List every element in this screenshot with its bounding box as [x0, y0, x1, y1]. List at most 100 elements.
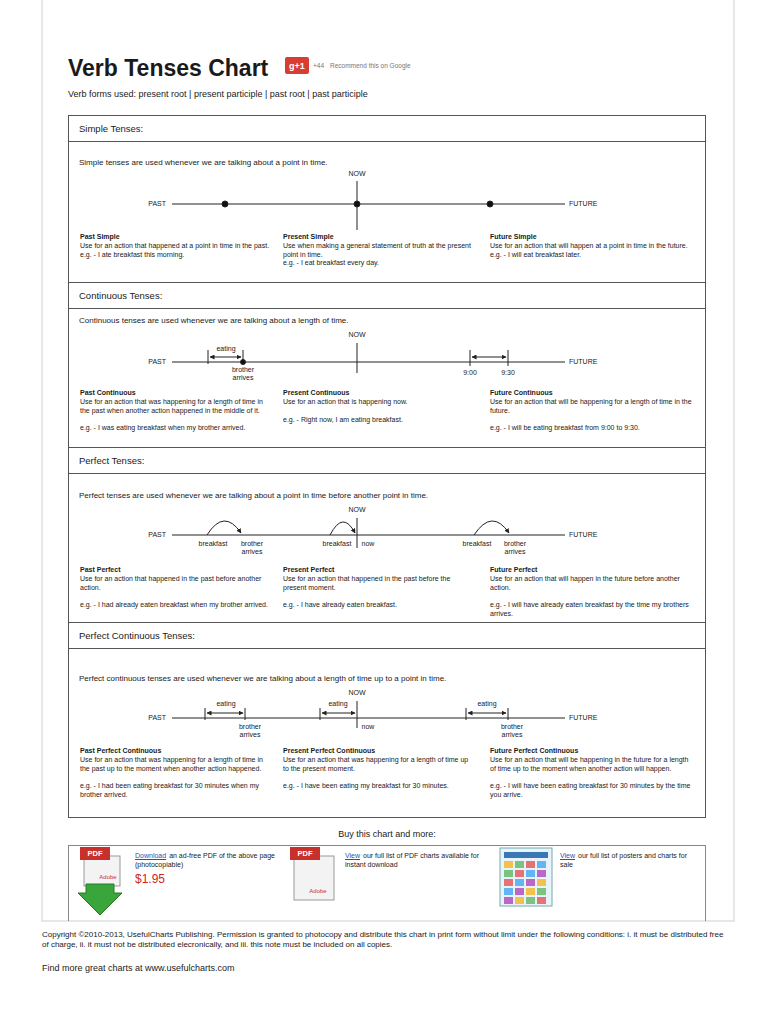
tense-name: Present Perfect	[283, 566, 473, 575]
section-intro: Simple tenses are used whenever we are t…	[79, 158, 328, 167]
timeline-label: breakfast	[323, 540, 352, 548]
timeline-future: FUTURE	[569, 358, 597, 366]
tense-name: Future Simple	[490, 233, 695, 242]
tense-example: e.g. - I will eat breakfast later.	[490, 251, 695, 260]
share-note: Recommend this on Google	[330, 62, 411, 70]
section-header-band: Continuous Tenses:	[69, 283, 705, 309]
timeline-label: 9:00	[463, 369, 477, 377]
box-heading: Buy this chart and more:	[69, 829, 705, 839]
pdf-download-icon	[78, 847, 122, 915]
timeline-now: NOW	[348, 689, 365, 697]
tense-usage: Use for an action that will happen in th…	[490, 575, 695, 593]
timeline-label: eating	[477, 700, 496, 708]
section-heading: Perfect Continuous Tenses:	[79, 630, 195, 641]
timeline-past: PAST	[148, 531, 166, 539]
timeline-label: now	[362, 723, 375, 731]
timeline-label: now	[362, 540, 375, 548]
timeline-future: FUTURE	[569, 531, 597, 539]
pdf-list-link: Viewour full list of PDF charts availabl…	[345, 851, 480, 869]
timeline-now: NOW	[348, 170, 365, 178]
tense-name: Past Simple	[80, 233, 270, 242]
link-description: our full list of posters and charts for …	[560, 852, 687, 868]
link-description: our full list of PDF charts available fo…	[345, 852, 479, 868]
section-intro: Continuous tenses are used whenever we a…	[79, 316, 349, 325]
timeline-label: 9:30	[501, 369, 515, 377]
tense-usage: Use for an action that was happening for…	[80, 756, 270, 774]
tense-example: e.g. - I was eating breakfast when my br…	[80, 424, 270, 433]
chart-title: Verb Tenses Chart	[68, 55, 268, 82]
timeline-label: breakfast	[199, 540, 228, 548]
link-text: View	[560, 852, 575, 859]
timeline-label: brother arrives	[232, 723, 268, 740]
tense-name: Present Simple	[283, 233, 473, 242]
section-intro: Perfect continuous tenses are used whene…	[79, 674, 446, 683]
tense-name: Past Continuous	[80, 389, 270, 398]
verb-forms-note: Verb forms used: present root | present …	[68, 89, 368, 100]
section-header-band: Simple Tenses:	[69, 116, 705, 142]
tense-column: Present Perfect ContinuousUse for an act…	[283, 747, 473, 791]
adobe-mark: Adobe	[309, 888, 326, 895]
tense-column: Past SimpleUse for an action that happen…	[80, 233, 270, 259]
tense-column: Past PerfectUse for an action that happe…	[80, 566, 270, 610]
section-heading: Continuous Tenses:	[79, 290, 162, 301]
pdf-badge: PDF	[88, 849, 103, 858]
tense-name: Future Perfect Continuous	[490, 747, 695, 756]
timeline-continuous	[172, 343, 565, 373]
tense-example: e.g. - I had been eating breakfast for 3…	[80, 782, 270, 800]
section-heading: Perfect Tenses:	[79, 455, 144, 466]
tense-example: e.g. - I will have already eaten breakfa…	[490, 601, 695, 619]
timeline-future: FUTURE	[569, 714, 597, 722]
tense-usage: Use for an action that will be happening…	[490, 398, 695, 416]
tense-example: e.g. - I have been eating my breakfast f…	[283, 782, 473, 791]
timeline-label: eating	[328, 700, 347, 708]
timeline-past: PAST	[148, 358, 166, 366]
timeline-label: brother arrives	[497, 540, 533, 557]
tense-section: Simple Tenses: Simple tenses are used whe…	[68, 115, 706, 283]
tense-example: e.g. - I have already eaten breakfast.	[283, 601, 473, 610]
section-intro: Perfect tenses are used whenever we are …	[79, 491, 428, 500]
timeline-simple	[172, 181, 565, 230]
tense-usage: Use for an action that happened in the p…	[283, 575, 473, 593]
tense-usage: Use for an action that will happen at a …	[490, 242, 695, 251]
price: $1.95	[135, 872, 165, 886]
tense-column: Present PerfectUse for an action that ha…	[283, 566, 473, 610]
tense-name: Past Perfect	[80, 566, 270, 575]
tense-example: e.g. - I will have been eating breakfast…	[490, 782, 695, 800]
tense-name: Present Continuous	[283, 389, 473, 398]
tense-usage: Use for an action that was happening for…	[283, 756, 473, 774]
tense-column: Present SimpleUse when making a general …	[283, 233, 473, 268]
tense-name: Future Perfect	[490, 566, 695, 575]
link-text: View	[345, 852, 360, 859]
tense-name: Future Continuous	[490, 389, 695, 398]
tense-example: e.g. - Right now, I am eating breakfast.	[283, 416, 473, 425]
tense-column: Past ContinuousUse for an action that wa…	[80, 389, 270, 433]
tense-example: e.g. - I had already eaten breakfast whe…	[80, 601, 270, 610]
tense-usage: Use for an action that will be happening…	[490, 756, 695, 774]
poster-list-link: Viewour full list of posters and charts …	[560, 851, 695, 869]
link-text: Download	[135, 852, 166, 859]
tense-column: Future Perfect ContinuousUse for an acti…	[490, 747, 695, 800]
timeline-now: NOW	[348, 506, 365, 514]
tense-name: Present Perfect Continuous	[283, 747, 473, 756]
adobe-mark: Adobe	[99, 874, 116, 881]
share-button: g+1	[285, 57, 309, 74]
share-count: +44	[313, 62, 324, 70]
timeline-label: breakfast	[463, 540, 492, 548]
page-frame	[42, 0, 734, 921]
timeline-past: PAST	[148, 200, 166, 208]
site-note: Find more great charts at www.usefulchar…	[42, 963, 235, 974]
timeline-now: NOW	[348, 331, 365, 339]
tense-usage: Use for an action that happened at a poi…	[80, 242, 270, 251]
tense-example: e.g. - I ate breakfast this morning.	[80, 251, 270, 260]
pdf-badge: PDF	[298, 849, 313, 858]
timeline-label: brother arrives	[234, 540, 270, 557]
tense-example: e.g. - I eat breakfast every day.	[283, 259, 473, 268]
tense-example: e.g. - I will be eating breakfast from 9…	[490, 424, 695, 433]
timeline-label: eating	[216, 345, 235, 353]
section-heading: Simple Tenses:	[79, 123, 143, 134]
button-label: g+1	[289, 61, 305, 71]
download-link: Downloadan ad-free PDF of the above page…	[135, 851, 285, 869]
timeline-label: brother arrives	[225, 366, 261, 383]
